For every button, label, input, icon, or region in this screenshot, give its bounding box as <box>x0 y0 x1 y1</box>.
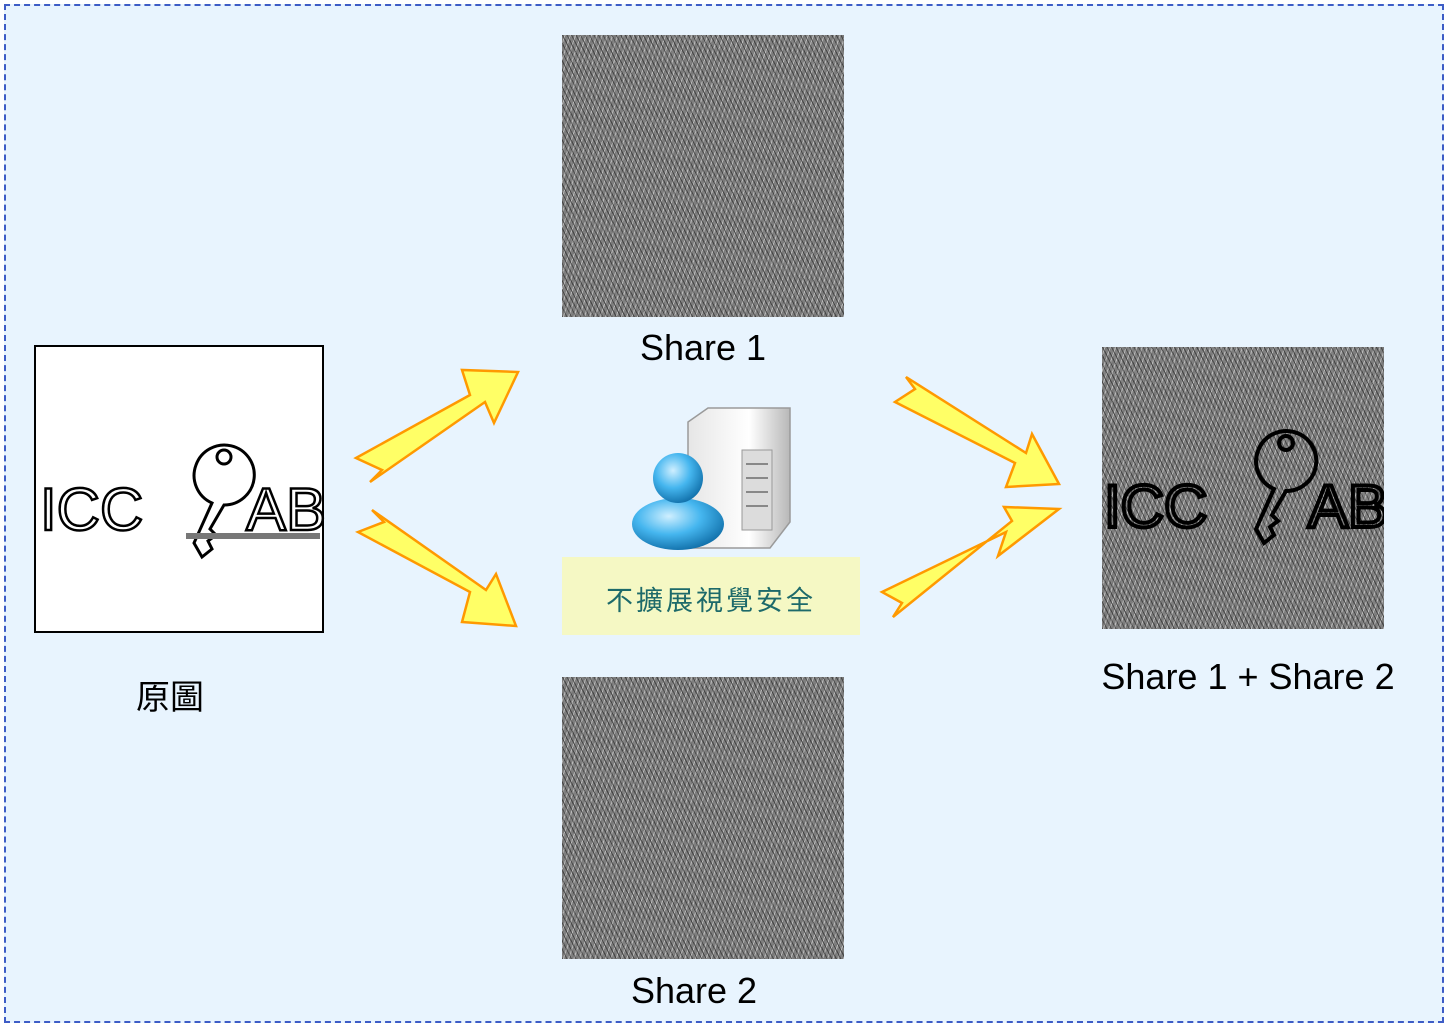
scheme-label: 不擴展視覺安全 <box>606 586 816 617</box>
user-icon <box>632 453 724 550</box>
server-user-icon-group <box>632 407 791 550</box>
original-image: ICC AB <box>34 345 327 633</box>
logo-text-right: AB <box>246 476 326 543</box>
share2-label: Share 2 <box>630 970 758 1011</box>
revealed-text-left: ICC <box>1104 473 1207 540</box>
icclab-logo: ICC AB <box>39 443 327 560</box>
scheme-label-box: 不擴展視覺安全 <box>562 557 860 635</box>
share2-image <box>562 677 844 959</box>
revealed-key-icon <box>1253 429 1319 547</box>
combined-image: ICC AB <box>1102 347 1384 629</box>
share1-image <box>562 35 844 317</box>
key-icon <box>192 443 256 560</box>
revealed-logo: ICC AB <box>1102 429 1384 547</box>
share1-label: Share 1 <box>639 327 767 368</box>
logo-text-left: ICC <box>40 476 143 543</box>
combined-label: Share 1 + Share 2 <box>1101 656 1395 697</box>
revealed-text-right: AB <box>1308 473 1384 540</box>
original-caption: 原圖 <box>136 678 204 718</box>
logo-underline <box>186 533 320 539</box>
